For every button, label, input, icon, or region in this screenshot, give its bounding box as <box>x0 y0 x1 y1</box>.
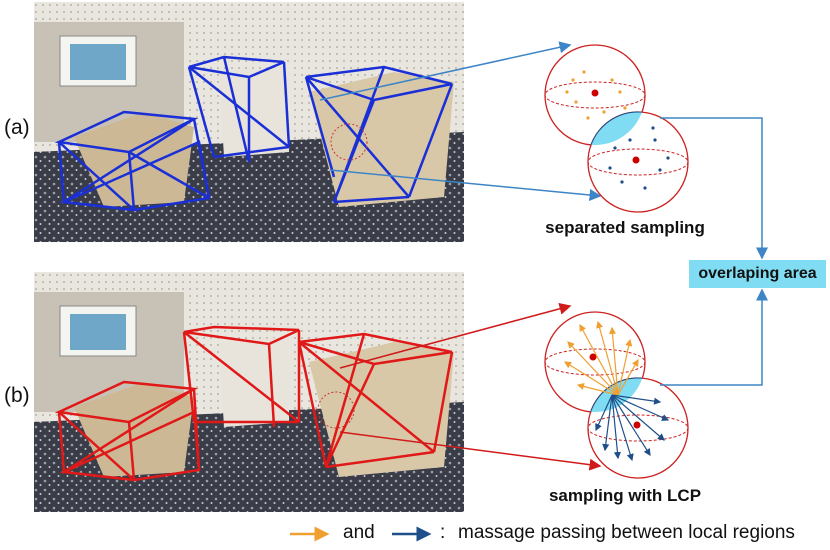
legend-colon: : <box>440 522 446 543</box>
legend-description: massage passing between local regions <box>458 522 795 543</box>
arrow-to-sphere-top-b <box>339 302 572 369</box>
bounding-boxes-blue <box>54 55 454 212</box>
arrow-to-sphere-bottom-a <box>329 169 602 201</box>
local-region-marker-b <box>317 391 355 429</box>
legend-and: and <box>343 522 375 543</box>
arrow-to-sphere-bottom-b <box>339 431 602 471</box>
overlap-area-box: overlaping area <box>689 260 826 288</box>
point-cloud-scene-a <box>34 2 464 242</box>
caption-sampling-lcp: sampling with LCP <box>548 486 702 505</box>
panel-label-b: (b) <box>4 384 30 407</box>
picture-image <box>70 44 126 80</box>
connector-b-to-overlap <box>660 288 768 386</box>
local-region-marker-a <box>330 123 368 161</box>
point-cloud-scene-b <box>34 272 464 512</box>
caption-separated-sampling: separated sampling <box>545 218 705 237</box>
arrow-to-sphere-top-a <box>319 41 572 101</box>
picture-image <box>70 314 126 350</box>
sphere-pair-b <box>544 311 689 479</box>
connector-a-to-overlap <box>660 117 768 260</box>
panel-label-a: (a) <box>4 116 30 139</box>
bounding-boxes-red <box>54 325 454 482</box>
sphere-pair-a <box>544 44 689 213</box>
